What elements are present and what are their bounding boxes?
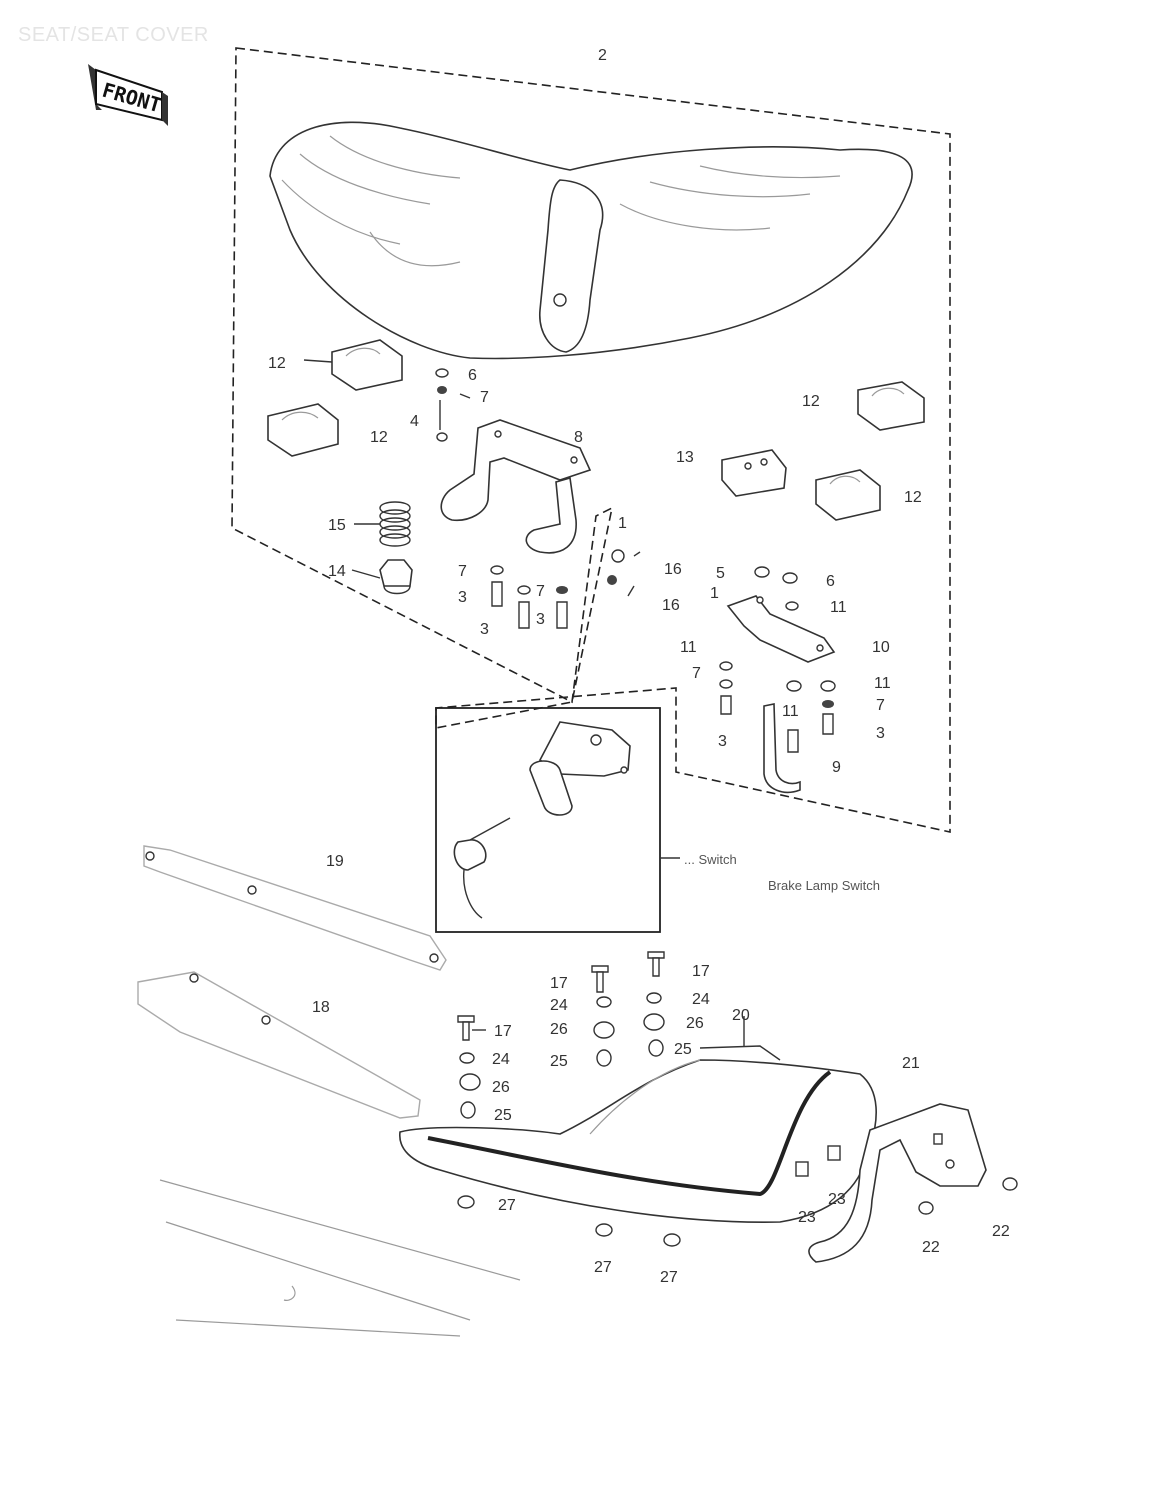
callout-6b: 6 — [826, 573, 835, 590]
callout-13: 13 — [676, 449, 694, 466]
seat-cover-part-20 — [399, 1059, 877, 1223]
callout-14: 14 — [328, 563, 346, 580]
hardware-group-right — [719, 566, 836, 753]
callout-21: 21 — [902, 1055, 920, 1072]
damper-part-12b — [267, 403, 339, 457]
bracket-part-10 — [726, 595, 836, 663]
screw-part-22a — [918, 1201, 934, 1215]
callout-17a: 17 — [494, 1023, 512, 1040]
callout-15: 15 — [328, 517, 346, 534]
callout-27b: 27 — [594, 1259, 612, 1276]
callout-16b: 16 — [662, 597, 680, 614]
callout-1b: 1 — [710, 585, 719, 602]
callout-12d: 12 — [904, 489, 922, 506]
note-switch: ... Switch — [684, 852, 737, 867]
switch-detail-inset — [435, 707, 661, 933]
spring-part-15 — [379, 501, 411, 547]
callout-25b: 25 — [550, 1053, 568, 1070]
seat-assembly-outline — [231, 47, 951, 833]
damper-part-12c — [857, 381, 925, 431]
callout-12c: 12 — [802, 393, 820, 410]
callout-8: 8 — [574, 429, 583, 446]
callout-11c: 11 — [874, 675, 891, 692]
callouts: 2 12 12 12 12 6 7 4 8 13 15 14 7 3 3 7 3… — [268, 47, 1010, 1286]
callout-3e: 3 — [876, 725, 885, 742]
callout-25a: 25 — [494, 1107, 512, 1124]
callout-24c: 24 — [692, 991, 710, 1008]
hardware-column-c — [643, 951, 665, 1057]
callout-4: 4 — [410, 413, 419, 430]
callout-22a: 22 — [922, 1239, 940, 1256]
callout-1: 1 — [618, 515, 627, 532]
callout-24b: 24 — [550, 997, 568, 1014]
callout-10: 10 — [872, 639, 890, 656]
callout-7a: 7 — [480, 389, 489, 406]
hardware-group-upper-left — [435, 368, 449, 442]
callout-3c: 3 — [536, 611, 545, 628]
page-title: SEAT/SEAT COVER — [18, 24, 209, 46]
clip-part-23a — [795, 1161, 809, 1177]
callout-18: 18 — [312, 999, 330, 1016]
callout-27a: 27 — [498, 1197, 516, 1214]
switch-detail — [453, 721, 631, 919]
callout-2: 2 — [598, 47, 607, 64]
side-panel-part-21 — [808, 1103, 987, 1263]
damper-part-12d — [815, 469, 881, 521]
clip-part-23b — [827, 1145, 841, 1161]
damper-part-12a — [331, 339, 403, 391]
nut-part-27a — [457, 1195, 475, 1209]
hardware-column-b — [591, 965, 615, 1067]
callout-9: 9 — [832, 759, 841, 776]
nut-part-27b — [595, 1223, 613, 1237]
callout-5: 5 — [716, 565, 725, 582]
hinge-bracket-part-8 — [440, 419, 592, 554]
callout-7b: 7 — [458, 563, 467, 580]
screw-part-22b — [1002, 1177, 1018, 1191]
callout-20: 20 — [732, 1007, 750, 1024]
callout-19: 19 — [326, 853, 344, 870]
callout-23a: 23 — [798, 1209, 816, 1226]
callout-27c: 27 — [660, 1269, 678, 1286]
callout-26b: 26 — [550, 1021, 568, 1038]
hardware-column-a — [457, 1015, 481, 1119]
callout-25c: 25 — [674, 1041, 692, 1058]
callout-11a: 11 — [830, 599, 847, 616]
callout-7c: 7 — [536, 583, 545, 600]
leader-lines — [303, 359, 781, 1061]
bolt-group-lower-left — [490, 565, 568, 629]
callout-22b: 22 — [992, 1223, 1010, 1240]
note-brake-lamp-switch: Brake Lamp Switch — [768, 878, 880, 893]
callout-17b: 17 — [550, 975, 568, 992]
callout-16a: 16 — [664, 561, 682, 578]
callout-11b: 11 — [680, 639, 697, 656]
callout-17c: 17 — [692, 963, 710, 980]
callout-7d: 7 — [692, 665, 701, 682]
callout-26c: 26 — [686, 1015, 704, 1032]
callout-3d: 3 — [718, 733, 727, 750]
lock-part-1 — [607, 549, 641, 597]
nut-part-27c — [663, 1233, 681, 1247]
callout-7e: 7 — [876, 697, 885, 714]
faint-frame-hints — [159, 1179, 521, 1337]
hook-part-9 — [763, 703, 801, 794]
callout-24a: 24 — [492, 1051, 510, 1068]
rail-part-18 — [137, 971, 421, 1119]
callout-3b: 3 — [480, 621, 489, 638]
rail-part-19 — [143, 845, 447, 971]
callout-6a: 6 — [468, 367, 477, 384]
callout-26a: 26 — [492, 1079, 510, 1096]
callout-11d: 11 — [782, 703, 799, 720]
seat-part-2 — [269, 121, 913, 360]
damper-part-13 — [721, 449, 787, 497]
callout-23b: 23 — [828, 1191, 846, 1208]
front-direction-tag: FRONT — [88, 64, 168, 126]
cap-part-14 — [379, 559, 413, 595]
callout-3a: 3 — [458, 589, 467, 606]
callout-12b: 12 — [370, 429, 388, 446]
callout-12a: 12 — [268, 355, 286, 372]
